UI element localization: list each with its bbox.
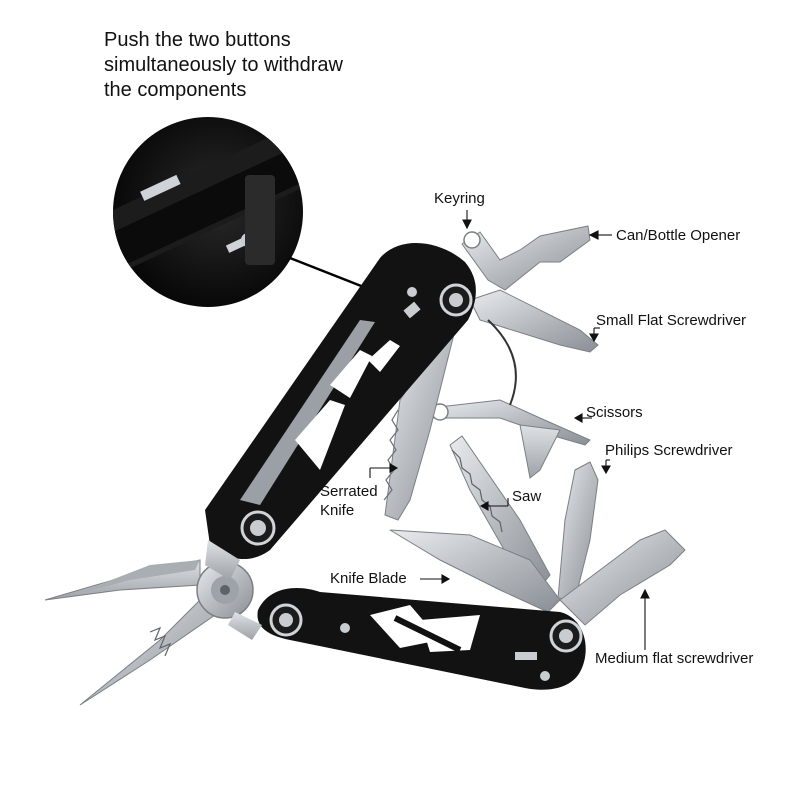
tool-blades [383,225,686,626]
button-detail-zoom [113,117,413,308]
instruction-text: Push the two buttons simultaneously to w… [104,28,404,103]
label-saw: Saw [512,488,542,505]
leader-lines [369,210,650,650]
upper-handle [205,242,476,560]
label-small-flat-screwdriver: Small Flat Screwdriver [596,312,747,329]
instruction-line-3: the components [104,79,247,101]
label-knife-blade: Knife Blade [330,570,407,587]
label-scissors: Scissors [586,404,643,421]
label-keyring: Keyring [434,190,485,207]
label-serrated-knife-line1: Serrated [320,483,378,500]
instruction-line-2: simultaneously to withdraw [104,54,343,76]
pliers-head [44,540,262,706]
label-medium-flat-screwdriver: Medium flat screwdriver [595,650,754,667]
lower-handle [257,587,586,690]
label-serrated-knife-line2: Knife [320,502,355,519]
label-can-bottle-opener: Can/Bottle Opener [616,227,741,244]
instruction-line-1: Push the two buttons [104,29,291,51]
label-philips-screwdriver: Philips Screwdriver [605,442,733,459]
